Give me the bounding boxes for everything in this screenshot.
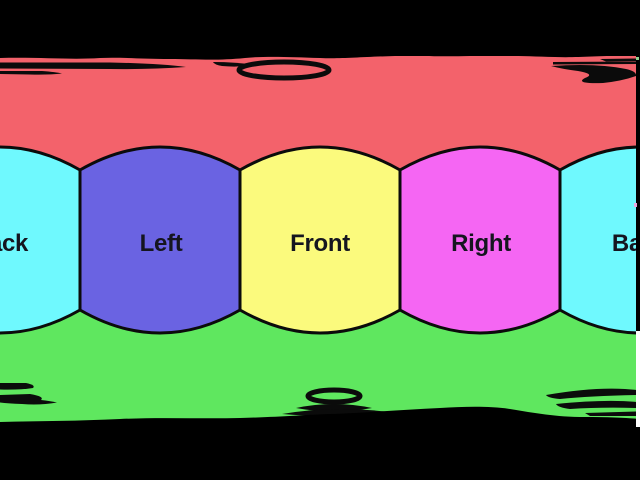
letterbox-top xyxy=(0,0,640,60)
face-back-right-half xyxy=(558,145,640,335)
right-edge-pixel-artifact-top xyxy=(636,57,639,60)
top-smear-left-streak xyxy=(0,62,186,70)
face-label-left: Left xyxy=(140,230,183,257)
top-smear-center-ring xyxy=(236,59,332,81)
bottom-smear-left-bar-2 xyxy=(0,394,57,405)
bottom-smear-left-bar-1 xyxy=(0,383,34,390)
right-edge-white-strip xyxy=(636,331,640,427)
top-smear-right-swoosh xyxy=(551,65,637,84)
right-edge-black-bar xyxy=(636,0,640,331)
bottom-smear-center-ring xyxy=(305,387,363,405)
bottom-face-smeared-text xyxy=(0,383,637,417)
bottom-smear-right-bar-2 xyxy=(556,400,637,409)
letterbox-bottom xyxy=(0,406,640,480)
top-smear-right-thin xyxy=(600,58,640,62)
face-label-back-left: Back xyxy=(0,230,29,257)
face-label-front: Front xyxy=(290,230,350,257)
top-smear-left-streak-2 xyxy=(0,71,62,75)
bottom-smear-right-bar-1 xyxy=(546,388,637,399)
top-face-smeared-text xyxy=(0,58,640,84)
face-label-right: Right xyxy=(451,230,511,257)
right-edge-artifact xyxy=(634,0,640,427)
right-edge-pixel-artifact-mid xyxy=(634,203,637,207)
top-smear-right-line xyxy=(553,61,637,65)
face-label-back-right: Back xyxy=(612,230,640,257)
bottom-smear-right-bar-3 xyxy=(585,411,637,416)
